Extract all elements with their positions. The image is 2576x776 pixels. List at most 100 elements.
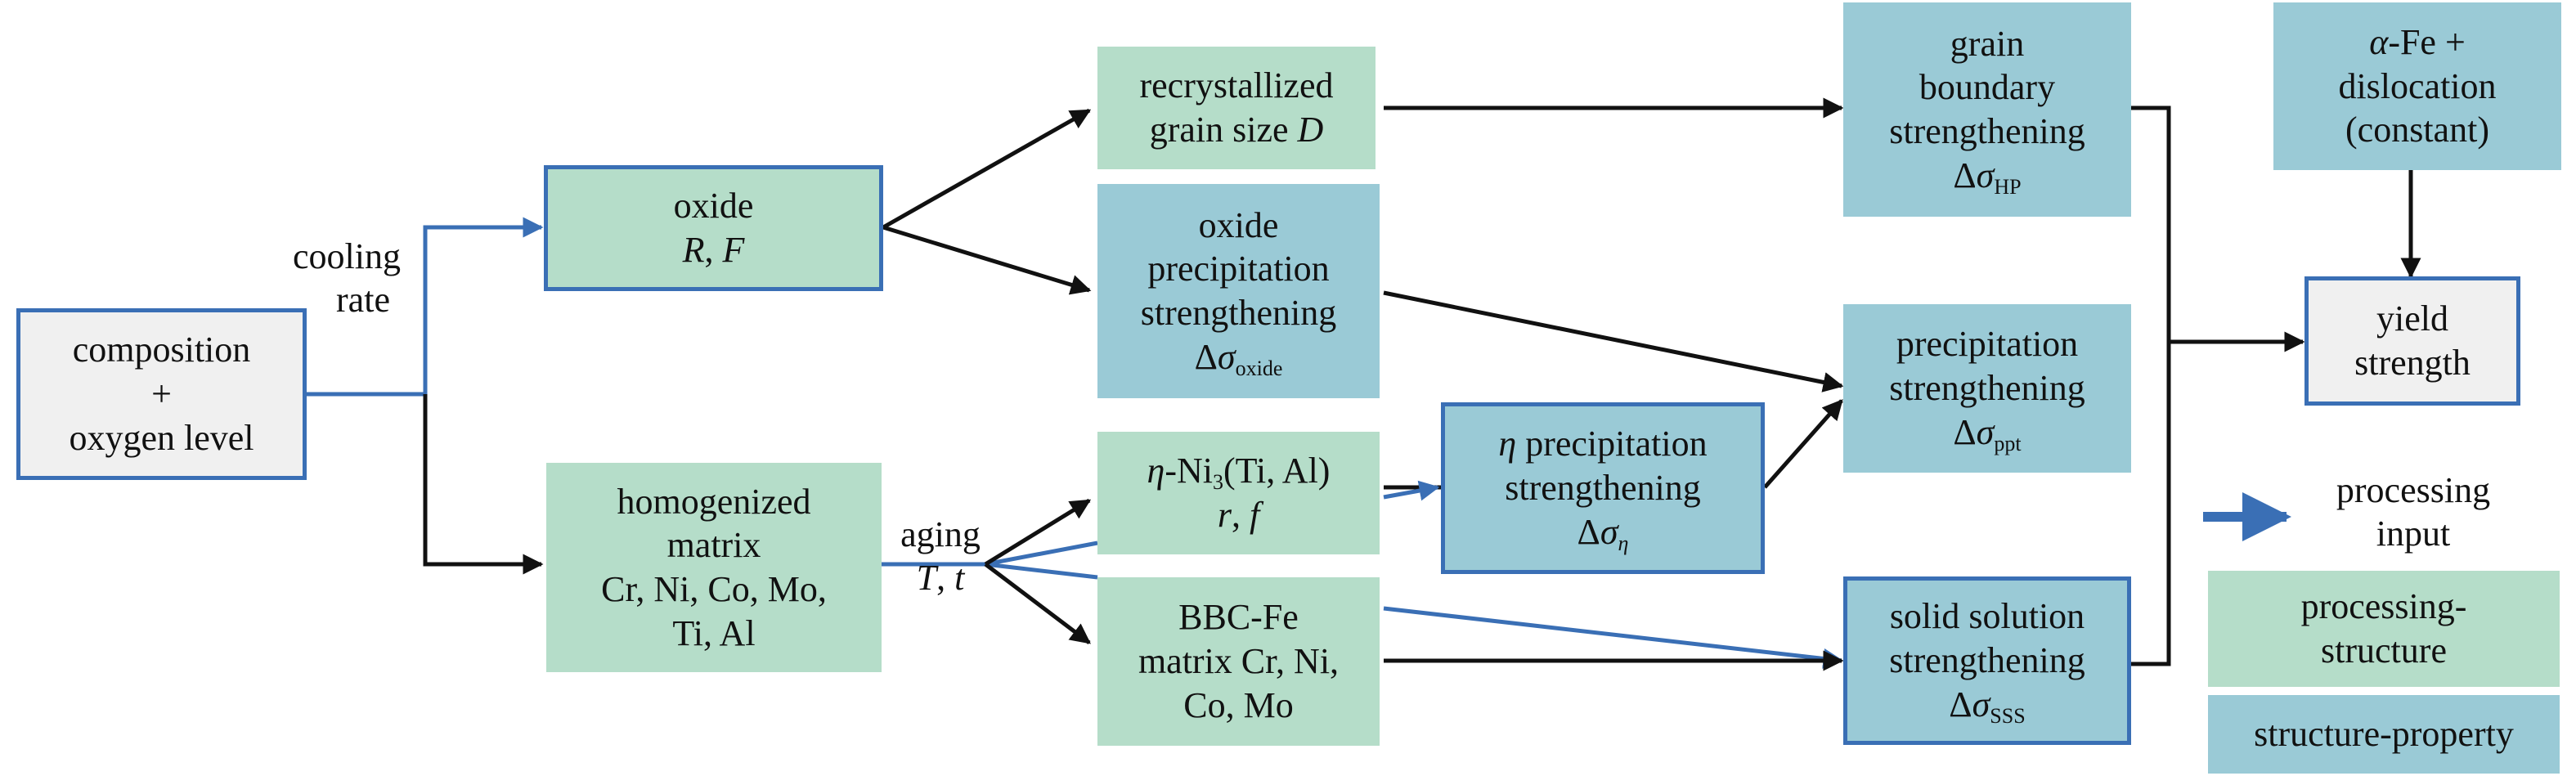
precipitation-line-3: Δσppt bbox=[1953, 410, 2021, 455]
eta-strength-sigma: σ bbox=[1600, 511, 1618, 552]
cooling-line-1: cooling bbox=[293, 236, 401, 276]
eta-formula-b: (Ti, Al) bbox=[1223, 451, 1331, 491]
oxide-strength-sigma: σ bbox=[1217, 336, 1236, 377]
eta-strength-delta: Δ bbox=[1577, 511, 1600, 552]
arrow-grain-boundary-to-collector bbox=[2131, 105, 2171, 666]
oxide-var-f: F bbox=[722, 230, 745, 270]
yield-strength-node: yield strength bbox=[2304, 276, 2520, 406]
eta-phase-node: η-Ni3(Ti, Al) r, f bbox=[1097, 432, 1380, 554]
eta-line-1: η-Ni3(Ti, Al) bbox=[1147, 449, 1331, 493]
grain-boundary-sigma: σ bbox=[1976, 155, 1995, 195]
eta-sep: , bbox=[1231, 495, 1250, 535]
legend-processing-structure: processing- structure bbox=[2208, 571, 2560, 687]
oxide-strength-line-4: Δσoxide bbox=[1195, 335, 1283, 379]
arrow-matrix-to-bcc bbox=[984, 563, 1091, 644]
eta-formula-sub: 3 bbox=[1213, 470, 1224, 495]
bcc-matrix-node: BBC-Fe matrix Cr, Ni, Co, Mo bbox=[1097, 577, 1380, 746]
grain-boundary-node: grain boundary strengthening ΔσHP bbox=[1843, 2, 2131, 217]
bcc-line-3: Co, Mo bbox=[1183, 684, 1294, 725]
oxide-sep: , bbox=[704, 230, 723, 270]
eta-strength-var: η bbox=[1498, 424, 1517, 464]
matrix-line-3: Cr, Ni, Co, Mo, bbox=[601, 569, 827, 609]
solid-solution-line-1: solid solution bbox=[1889, 596, 2085, 637]
oxide-node: oxide R, F bbox=[544, 165, 883, 291]
composition-node: composition + oxygen level bbox=[16, 308, 307, 480]
grain-size-node: recrystallized grain size D bbox=[1097, 47, 1376, 169]
solid-solution-delta: Δ bbox=[1949, 684, 1972, 724]
eta-formula-a: -Ni bbox=[1165, 451, 1214, 491]
precipitation-sigma: σ bbox=[1976, 411, 1995, 452]
matrix-line-4: Ti, Al bbox=[672, 612, 756, 653]
precipitation-sub: ppt bbox=[1994, 431, 2022, 455]
alpha-fe-text: -Fe + bbox=[2388, 21, 2466, 62]
grain-boundary-delta: Δ bbox=[1953, 155, 1977, 195]
aging-line-1: aging bbox=[900, 514, 981, 554]
legend-structure-property: structure-property bbox=[2208, 695, 2560, 774]
precipitation-line-2: strengthening bbox=[1889, 368, 2085, 409]
oxide-strength-delta: Δ bbox=[1194, 336, 1218, 377]
alpha-fe-line-3: (constant) bbox=[2345, 110, 2489, 150]
solid-solution-line-2: strengthening bbox=[1889, 640, 2085, 681]
arrow-composition-to-matrix bbox=[423, 394, 544, 575]
arrow-eta-strengthening-to-precipitation bbox=[1763, 399, 1843, 489]
legend-processing-input-label: processing input bbox=[2295, 469, 2532, 556]
arrow-eta-to-eta-strengthening-blue bbox=[1383, 480, 1440, 501]
legend-property-line-1: structure-property bbox=[2254, 714, 2514, 755]
eta-strength-line-1: η precipitation bbox=[1498, 422, 1707, 466]
precipitation-line-1: precipitation bbox=[1896, 324, 2079, 365]
arrow-matrix-to-eta bbox=[984, 498, 1092, 567]
oxide-var-r: R bbox=[682, 230, 705, 270]
aging-var-t: T bbox=[916, 557, 937, 598]
grain-size-line-2: grain size D bbox=[1150, 108, 1324, 152]
solid-solution-line-3: ΔσSSS bbox=[1949, 683, 2025, 727]
oxide-strengthening-node: oxide precipitation strengthening Δσoxid… bbox=[1097, 184, 1380, 398]
bcc-line-2: matrix Cr, Ni, bbox=[1138, 641, 1340, 682]
legend-structure-line-1: processing- bbox=[2300, 586, 2467, 627]
aging-line-2: T, t bbox=[883, 557, 998, 600]
oxide-strength-line-3: strengthening bbox=[1140, 293, 1337, 333]
arrow-oxide-strengthening-to-precipitation bbox=[1383, 290, 1844, 392]
composition-line-3: oxygen level bbox=[69, 417, 254, 458]
legend-structure-line-2: structure bbox=[2321, 630, 2447, 671]
homogenized-matrix-node: homogenized matrix Cr, Ni, Co, Mo, Ti, A… bbox=[546, 463, 882, 672]
matrix-line-1: homogenized bbox=[617, 481, 811, 522]
arrow-composition-to-oxide bbox=[304, 217, 544, 397]
legend-input-line-2: input bbox=[2376, 513, 2451, 554]
solid-solution-sigma: σ bbox=[1972, 684, 1990, 724]
grain-boundary-line-1: grain bbox=[1950, 23, 2025, 64]
composition-line-1: composition bbox=[72, 330, 251, 370]
grain-size-line-1: recrystallized bbox=[1139, 65, 1334, 106]
oxide-line-1: oxide bbox=[673, 186, 754, 227]
oxide-strength-sub: oxide bbox=[1235, 356, 1283, 380]
composition-line-2: + bbox=[151, 374, 172, 415]
arrow-aging-to-eta-blue bbox=[985, 541, 1098, 567]
aging-var-time: t bbox=[954, 557, 965, 598]
yield-line-1: yield bbox=[2376, 298, 2448, 339]
eta-strength-line-3: Δση bbox=[1577, 510, 1629, 554]
grain-boundary-line-2: boundary bbox=[1919, 67, 2056, 108]
yield-line-2: strength bbox=[2354, 343, 2471, 383]
bcc-line-1: BBC-Fe bbox=[1178, 597, 1299, 638]
cooling-line-2: rate bbox=[336, 279, 390, 320]
solid-solution-sub: SSS bbox=[1990, 703, 2026, 728]
alpha-var: α bbox=[2369, 21, 2389, 62]
eta-var-f: f bbox=[1249, 495, 1260, 535]
oxide-strength-line-1: oxide bbox=[1198, 204, 1279, 245]
precipitation-node: precipitation strengthening Δσppt bbox=[1843, 304, 2131, 473]
matrix-line-2: matrix bbox=[666, 525, 761, 566]
grain-size-text: grain size bbox=[1149, 110, 1298, 150]
grain-boundary-sub: HP bbox=[1994, 174, 2022, 199]
grain-size-var: D bbox=[1297, 110, 1324, 150]
aging-sep: , bbox=[936, 557, 955, 598]
eta-var-r: r bbox=[1217, 495, 1232, 535]
eta-strengthening-node: η precipitation strengthening Δση bbox=[1441, 402, 1765, 574]
eta-strength-line-2: strengthening bbox=[1505, 468, 1701, 509]
oxide-strength-line-2: precipitation bbox=[1147, 249, 1330, 289]
cooling-rate-label: cooling rate bbox=[273, 235, 420, 322]
solid-solution-node: solid solution strengthening ΔσSSS bbox=[1843, 576, 2131, 745]
aging-label: aging T, t bbox=[883, 514, 998, 600]
grain-boundary-line-3: strengthening bbox=[1889, 111, 2085, 151]
eta-strength-sub: η bbox=[1618, 531, 1629, 555]
precipitation-delta: Δ bbox=[1953, 411, 1977, 452]
